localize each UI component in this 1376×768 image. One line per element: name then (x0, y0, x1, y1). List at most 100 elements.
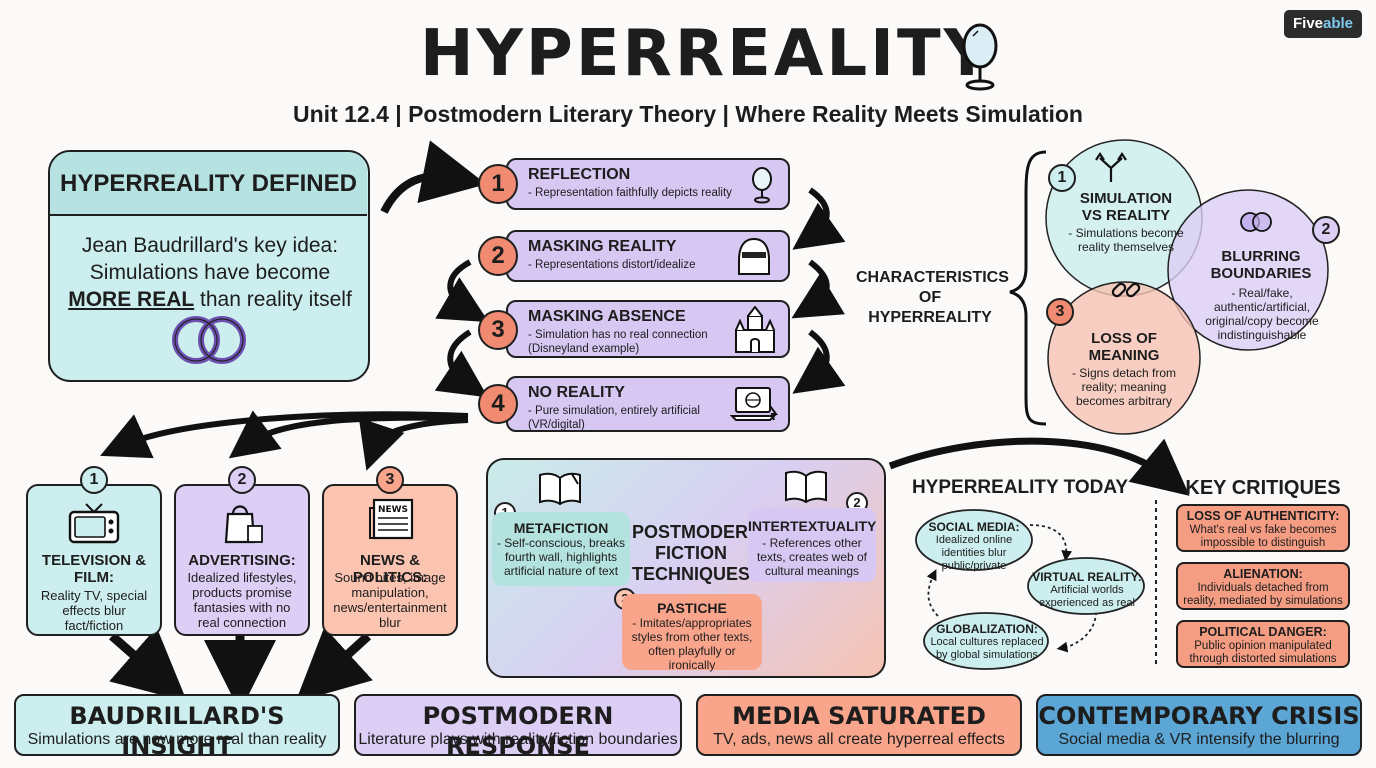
venn-circle-3 (1047, 281, 1201, 435)
newspaper-icon: NEWS (369, 498, 414, 540)
technique-metafiction: METAFICTION - Self-conscious, breaks fou… (492, 512, 630, 586)
desc-line: original/copy become (1205, 314, 1319, 328)
arrow-stage3-4 (792, 329, 846, 394)
banner-postmodern-response: POSTMODERN RESPONSE Literature plays wit… (354, 694, 682, 760)
technique-title: INTERTEXTUALITY (748, 518, 877, 534)
today-virtual-reality: VIRTUAL REALITY: Artificial worlds exper… (1030, 570, 1144, 610)
cloud-arrow-2 (1056, 611, 1097, 653)
center-line: TECHNIQUES (632, 564, 751, 584)
mirror-icon (962, 23, 998, 91)
cloud-arrow-3 (926, 569, 939, 617)
arrow-to-critiques (888, 437, 1190, 496)
critique-desc: Public opinion manipulated through disto… (1178, 640, 1348, 666)
banner-desc: Literature plays with reality/fiction bo… (358, 731, 678, 748)
stage-reflection: REFLECTION - Representation faithfully d… (506, 158, 790, 210)
stage-number-3: 3 (478, 310, 518, 350)
desc-line: Individuals detached from (1197, 582, 1329, 594)
banner-title: MEDIA SATURATED (732, 702, 986, 730)
today-heading: HYPERREALITY TODAY (911, 477, 1129, 498)
title-line: SIMULATION (1079, 190, 1173, 207)
characteristic-desc-3: - Signs detach from reality; meaning bec… (1060, 366, 1188, 408)
banner-title: POSTMODERN RESPONSE (422, 702, 614, 760)
today-social-media: SOCIAL MEDIA: Idealized online identitie… (916, 520, 1032, 573)
arrow-left-2-3 (435, 259, 489, 323)
title-line: TELEVISION & (41, 552, 147, 569)
desc-line: Reality TV, special (40, 588, 148, 603)
logo-text-a: Five (1292, 15, 1323, 32)
media-desc: Idealized lifestyles, products promise f… (180, 570, 304, 630)
characteristic-number-3: 3 (1046, 298, 1074, 326)
desc-line: texts, creates web of (756, 550, 868, 564)
television-icon (68, 503, 120, 544)
stage-desc: - Simulation has no real connection (Dis… (528, 329, 708, 355)
arrow-stage1-2 (792, 187, 846, 250)
critique-political-danger: POLITICAL DANGER: Public opinion manipul… (1176, 620, 1350, 668)
desc-line: Public opinion manipulated (1194, 640, 1332, 652)
desc-line: - Imitates/appropriates (632, 616, 752, 630)
desc-line: artificial nature of text (503, 564, 619, 578)
arrow-stage2-3 (791, 259, 845, 319)
critique-loss-of-authenticity: LOSS OF AUTHENTICITY: What's real vs fak… (1176, 504, 1350, 552)
hyperreality-defined-card: HYPERREALITY DEFINED Jean Baudrillard's … (48, 150, 370, 382)
arrow-defined-to-stage1 (380, 140, 487, 214)
broken-link-icon (1111, 282, 1141, 298)
title-line: ADVERTISING: (188, 552, 296, 569)
stage-masking-absence: MASKING ABSENCE - Simulation has no real… (506, 300, 790, 358)
desc-line: - Signs detach from (1071, 366, 1177, 380)
veiled-mask-icon (738, 237, 770, 275)
critique-desc: What's real vs fake becomes impossible t… (1178, 524, 1348, 550)
cloud-desc: Artificial worlds experienced as real (1030, 584, 1144, 610)
media-desc: Sound bites, image manipulation, news/en… (328, 570, 452, 630)
characteristics-label-line2: OF HYPERREALITY (868, 289, 992, 326)
desc-line: through distorted simulations (1189, 653, 1337, 665)
castle-icon (735, 306, 775, 353)
stage-no-reality: NO REALITY - Pure simulation, entirely a… (506, 376, 790, 432)
defined-line3: than reality itself (194, 288, 352, 311)
laptop-vr-icon (730, 387, 778, 421)
center-line: FICTION (655, 543, 727, 563)
title-line: BLURRING (1221, 248, 1301, 265)
desc-line: reality, mediated by simulations (1183, 595, 1343, 607)
cloud-social-media (915, 509, 1033, 571)
desc-line: cultural meanings (764, 564, 860, 578)
technique-desc: - Self-conscious, breaks fourth wall, hi… (492, 536, 630, 578)
arrow-left-3-4 (434, 329, 488, 398)
desc-line: - Real/fake, (1231, 286, 1293, 300)
media-news-politics: NEWS NEWS & POLITICS: Sound bites, image… (322, 484, 458, 636)
desc-line: Local cultures replaced (930, 636, 1044, 648)
characteristics-brace (1009, 150, 1047, 426)
technique-intertextuality: INTERTEXTUALITY - References other texts… (748, 508, 876, 582)
desc-line: - Self-conscious, breaks (496, 536, 626, 550)
desc-line: news/entertainment (333, 600, 447, 615)
defined-heading: HYPERREALITY DEFINED (50, 152, 367, 216)
arrow-to-ads (228, 410, 469, 459)
venn-circle-2 (1167, 189, 1329, 351)
center-line: POSTMODERN (632, 522, 762, 542)
critique-desc: Individuals detached from reality, media… (1178, 582, 1348, 608)
fiction-center-label: POSTMODERN FICTION TECHNIQUES (632, 522, 762, 585)
fiveable-logo[interactable]: Fiveable (1284, 10, 1362, 38)
title-line: MEANING (1088, 347, 1160, 364)
banner-baudrillards-insight: BAUDRILLARD'S INSIGHT Simulations are no… (14, 694, 340, 760)
characteristic-title-1: SIMULATION VS REALITY (1070, 190, 1182, 224)
defined-text: Jean Baudrillard's key idea: Simulations… (62, 232, 358, 313)
title-line: BOUNDARIES (1210, 265, 1312, 282)
page-title: HYPERREALITY (420, 17, 993, 91)
title-line: NEWS & POLITICS: (352, 552, 428, 586)
open-book-icon (539, 472, 581, 506)
characteristic-title-3: LOSS OF MEANING (1070, 330, 1178, 364)
banner-desc: TV, ads, news all create hyperreal effec… (713, 731, 1005, 748)
characteristic-title-2: BLURRING BOUNDARIES (1206, 248, 1316, 282)
defined-line2: Simulations have become (89, 261, 331, 284)
stage-title: REFLECTION (528, 166, 631, 183)
desc-line: products promise (192, 585, 292, 600)
split-arrow-icon (1095, 152, 1127, 182)
desc-line: - Simulations become (1068, 226, 1184, 240)
critique-alienation: ALIENATION: Individuals detached from re… (1176, 562, 1350, 610)
media-number-2: 2 (228, 466, 256, 494)
technique-pastiche: PASTICHE - Imitates/appropriates styles … (622, 594, 762, 672)
technique-title: PASTICHE (657, 600, 727, 616)
characteristic-number-2: 2 (1312, 216, 1340, 244)
characteristic-desc-1: - Simulations become reality themselves (1064, 226, 1188, 254)
